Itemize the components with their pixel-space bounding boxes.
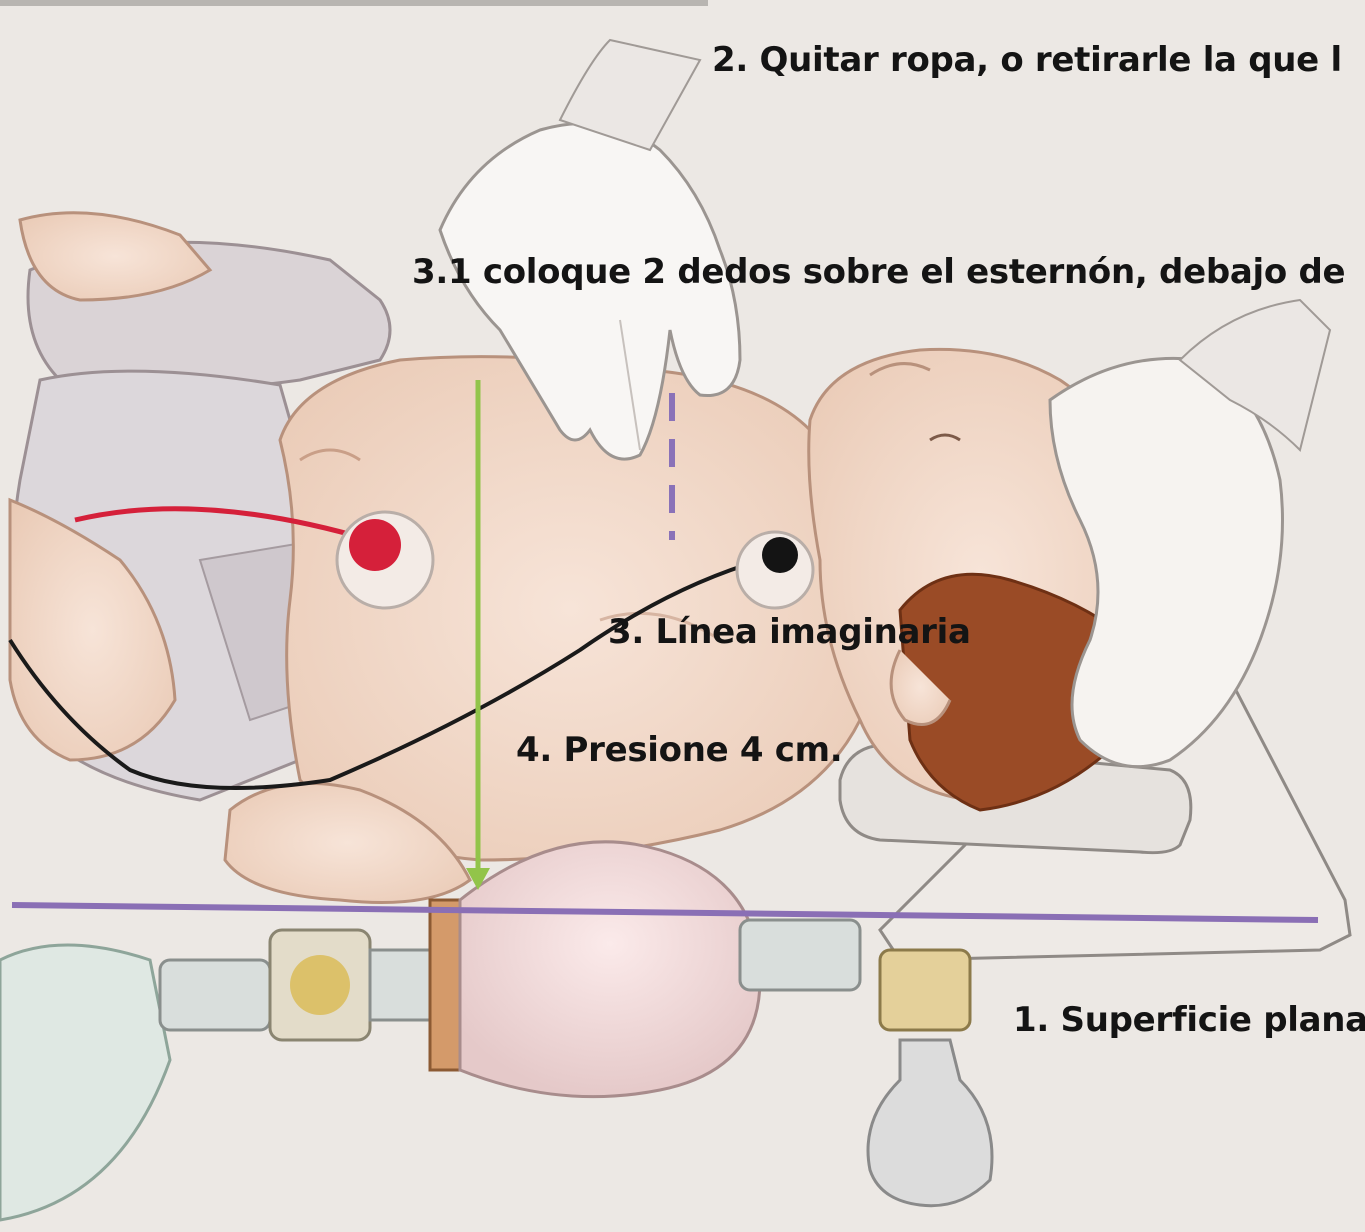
resuscitation-bag <box>0 842 992 1220</box>
label-step-2: 2. Quitar ropa, o retirarle la que l <box>712 40 1342 80</box>
electrode-red <box>337 512 433 608</box>
label-step-3: 3. Línea imaginaria <box>608 612 971 652</box>
gloved-hand-right <box>1050 300 1330 767</box>
label-step-3-1: 3.1 coloque 2 dedos sobre el esternón, d… <box>412 252 1345 292</box>
electrode-black <box>737 532 813 608</box>
label-step-1: 1. Superficie plana <box>1013 1000 1365 1040</box>
label-step-4: 4. Presione 4 cm. <box>516 730 842 770</box>
